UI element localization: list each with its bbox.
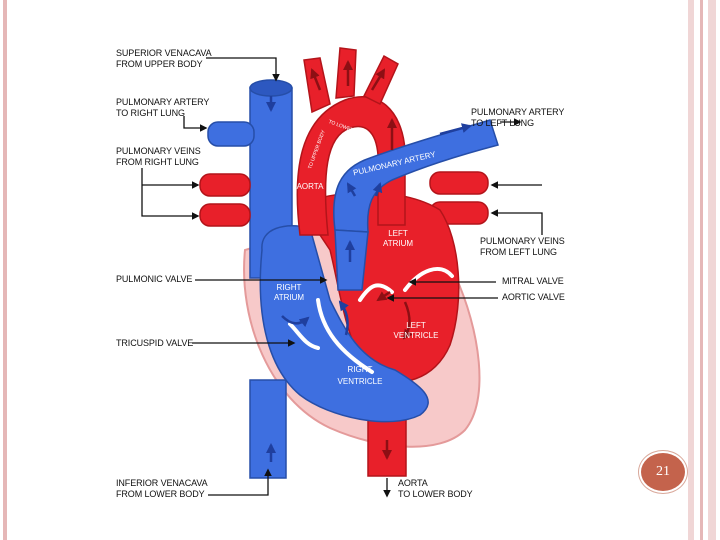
inferior-vena-cava-label: INFERIOR VENACAVA FROM LOWER BODY — [116, 478, 208, 499]
pulmonary-veins-right-label: PULMONARY VEINS FROM RIGHT LUNG — [116, 146, 201, 167]
right-atrium-label-line2: ATRIUM — [274, 293, 304, 302]
right-pulmonary-artery — [207, 121, 255, 147]
left-ventricle-label-line2: VENTRICLE — [394, 331, 439, 340]
aorta-inner-label: AORTA — [297, 182, 324, 191]
right-atrium-label-line1: RIGHT — [277, 283, 302, 292]
flow-arrows — [266, 60, 472, 462]
right-ventricle-label-line1: RIGHT — [348, 365, 373, 374]
right-ventricle-label-line2: VENTRICLE — [338, 377, 383, 386]
pulmonic-valve-label: PULMONIC VALVE — [116, 274, 193, 284]
right-pulmonary-veins — [199, 173, 251, 227]
leader-lines — [141, 57, 543, 498]
left-pulmonary-veins — [429, 171, 489, 225]
left-border-decoration — [3, 0, 7, 540]
inferior-vena-cava — [249, 379, 287, 479]
pulmonary-veins-left-label: PULMONARY VEINS FROM LEFT LUNG — [480, 236, 565, 257]
pulmonary-artery — [333, 119, 499, 291]
right-border-decoration — [688, 0, 716, 540]
aortic-valve-label: AORTIC VALVE — [502, 292, 565, 302]
pulmonary-artery-left-label: PULMONARY ARTERY TO LEFT LUNG — [471, 107, 565, 128]
superior-vena-cava-label: SUPERIOR VENACAVA FROM UPPER BODY — [116, 48, 212, 69]
left-atrium-label-line1: LEFT — [388, 229, 408, 238]
left-ventricle-label-line1: LEFT — [406, 321, 426, 330]
pulmonary-artery-right-label: PULMONARY ARTERY TO RIGHT LUNG — [116, 97, 210, 118]
left-atrium-label-line2: ATRIUM — [383, 239, 413, 248]
page-number-badge: 21 — [641, 453, 685, 491]
tricuspid-valve-label: TRICUSPID VALVE — [116, 338, 194, 348]
mitral-valve-label: MITRAL VALVE — [502, 276, 564, 286]
aorta-lower-label: AORTA TO LOWER BODY — [398, 478, 473, 499]
